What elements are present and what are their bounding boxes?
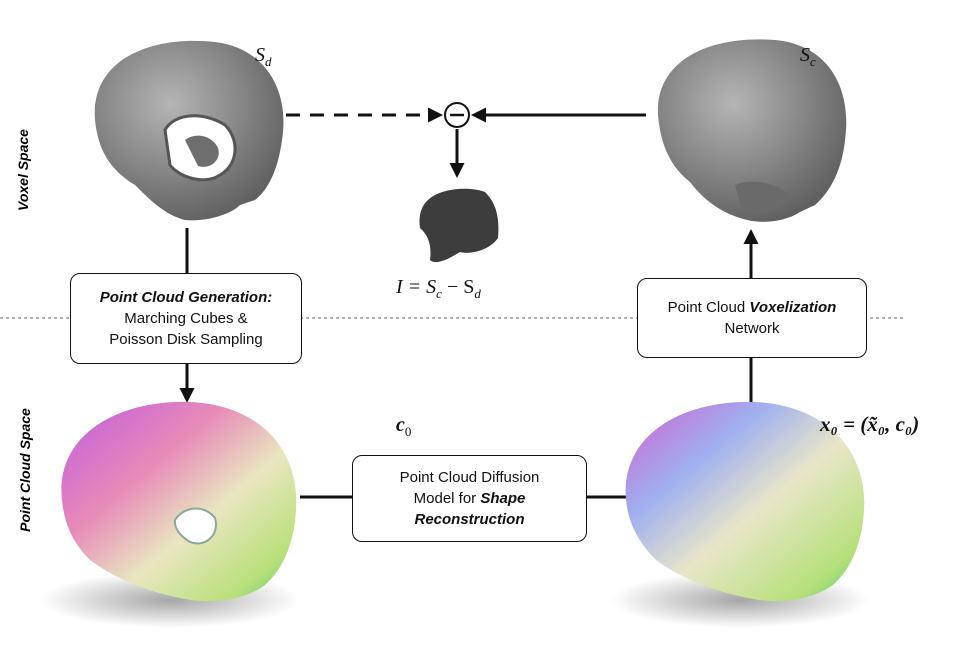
implant-image	[419, 188, 499, 263]
voxel-space-label: Voxel Space	[15, 129, 31, 211]
implant-formula: I = Sc − Sd	[396, 276, 481, 301]
sc-label: Sc	[800, 44, 816, 69]
generation-line1: Marching Cubes &	[124, 310, 248, 327]
reconstructed-point-cloud-skull	[610, 401, 870, 628]
generation-line2: Poisson Disk Sampling	[109, 331, 263, 348]
diffusion-model-box: Point Cloud Diffusion Model for Shape Re…	[352, 455, 587, 542]
diffusion-line3: Reconstruction	[414, 511, 525, 528]
point-cloud-generation-box: Point Cloud Generation: Marching Cubes &…	[70, 273, 302, 364]
defective-skull-image	[94, 40, 284, 221]
c0-label: c0	[396, 414, 412, 439]
diffusion-line1: Point Cloud Diffusion	[399, 469, 540, 486]
voxelization-line2: Network	[724, 320, 780, 337]
voxelization-network-box: Point Cloud Voxelization Network	[637, 278, 867, 358]
generation-title: Point Cloud Generation:	[99, 289, 273, 306]
sd-label: Sd	[255, 44, 272, 69]
diffusion-line2: Model for Shape	[413, 490, 526, 507]
complete-skull-image	[657, 39, 847, 222]
voxelization-line1: Point Cloud Voxelization	[667, 299, 837, 316]
defective-point-cloud-skull	[40, 401, 300, 628]
point-cloud-space-label: Point Cloud Space	[17, 408, 33, 532]
x0-label: x₀ = (x̃₀, c₀)	[820, 412, 920, 436]
